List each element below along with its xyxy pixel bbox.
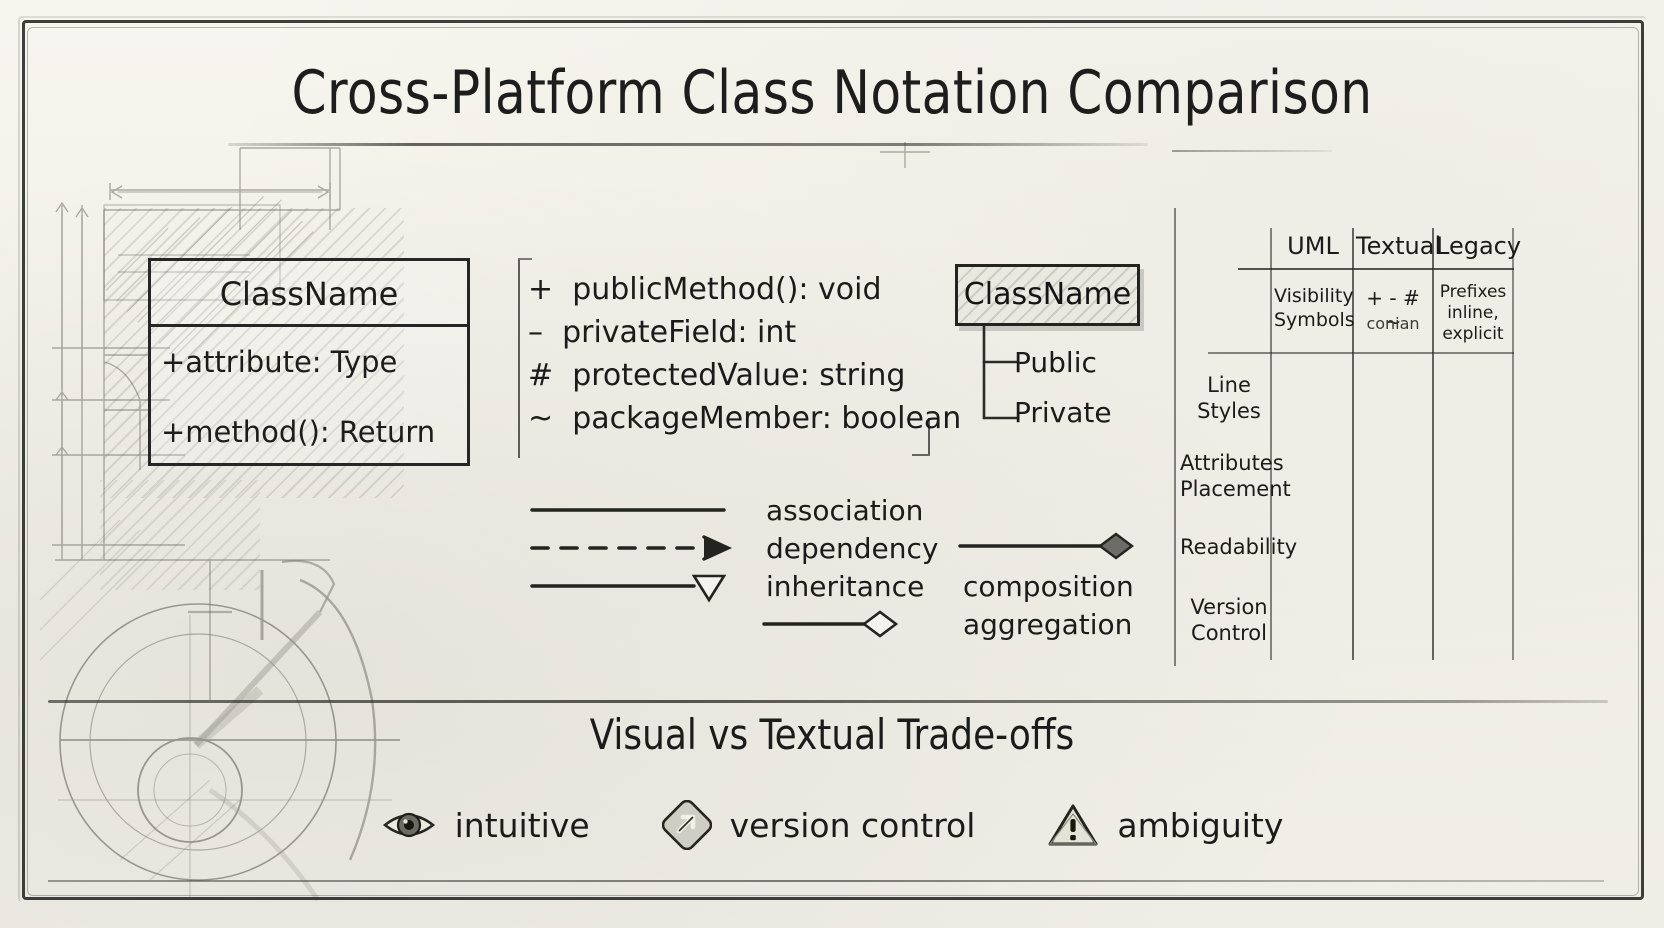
table-rowlabel-attributes-placement: Attributes Placement [1180, 451, 1291, 501]
legend-label-composition: composition [963, 570, 1134, 603]
table-cell-textual-sub: conian [1366, 314, 1420, 333]
footer-item-intuitive: intuitive [381, 805, 590, 845]
footer-item-version-control: version control [661, 800, 976, 850]
table-col-sep-1 [1352, 228, 1354, 660]
shaded-class-name: ClassName [963, 277, 1132, 312]
legend-label-dependency: dependency [766, 532, 939, 565]
footer-item-ambiguity: ambiguity [1047, 802, 1283, 848]
title-underline-secondary [1172, 150, 1332, 152]
table-header-textual: Textual [1356, 232, 1442, 260]
frame-shadow [18, 16, 1646, 902]
table-cell-legacy-prefixes: Prefixes inline, explicit [1439, 282, 1507, 344]
tree-item-private: Private [1014, 396, 1112, 429]
visibility-bracket-left [518, 258, 532, 458]
footer-divider [48, 700, 1608, 703]
table-rowlabel-version-control: Version Control [1190, 595, 1268, 645]
title-underline [228, 143, 1148, 146]
table-row1-rule [1208, 352, 1514, 354]
class-box-name: ClassName [151, 261, 467, 327]
table-cell-visibility-symbols: Visibility Symbols [1274, 285, 1355, 331]
table-rowlabel-line-styles: Line Styles [1197, 373, 1261, 423]
table-header-uml: UML [1287, 232, 1339, 260]
page-title: Cross-Platform Class Notation Comparison [291, 58, 1373, 128]
footer-label-ambiguity: ambiguity [1117, 805, 1284, 845]
footer-title: Visual vs Textual Trade-offs [589, 710, 1075, 759]
warning-triangle-icon [1048, 804, 1098, 846]
footer-tradeoff-list: intuitive version control ambiguity [0, 800, 1664, 850]
eye-icon [382, 812, 435, 838]
table-header-legacy: Legacy [1436, 232, 1522, 260]
class-box-method: +method(): Return [161, 415, 436, 449]
relationship-legend-glyphs [530, 508, 1134, 638]
legend-label-inheritance: inheritance [766, 570, 925, 603]
class-box-attribute: +attribute: Type [161, 345, 398, 379]
tree-item-public: Public [1014, 346, 1097, 379]
class-member-tree-connector [982, 326, 1020, 420]
footer-label-intuitive: intuitive [454, 805, 590, 845]
table-cell-textual-symbols: + - # ~ [1366, 286, 1420, 334]
visibility-item-public: + publicMethod(): void [528, 272, 882, 307]
table-rowlabel-readability: Readability [1180, 535, 1298, 559]
git-branch-icon [661, 800, 712, 850]
visibility-item-private: – privateField: int [528, 315, 797, 350]
shaded-class-box: ClassName [955, 264, 1140, 326]
legend-label-aggregation: aggregation [963, 608, 1133, 641]
table-col-sep-2 [1432, 228, 1434, 660]
visibility-item-protected: # protectedValue: string [528, 358, 906, 393]
legend-label-association: association [766, 494, 924, 527]
uml-class-box: ClassName +attribute: Type +method(): Re… [148, 258, 470, 466]
inner-frame [27, 27, 1639, 896]
table-right-border [1512, 228, 1514, 660]
table-col-sep-3 [1270, 228, 1272, 660]
footer-label-version-control: version control [729, 805, 976, 845]
footer-bottom-divider [48, 880, 1604, 882]
visibility-bracket-right [912, 418, 930, 456]
visibility-modifier-list: + publicMethod(): void – privateField: i… [528, 268, 961, 440]
table-header-rule [1238, 268, 1514, 270]
outer-frame [22, 20, 1644, 900]
table-left-border [1174, 208, 1176, 666]
